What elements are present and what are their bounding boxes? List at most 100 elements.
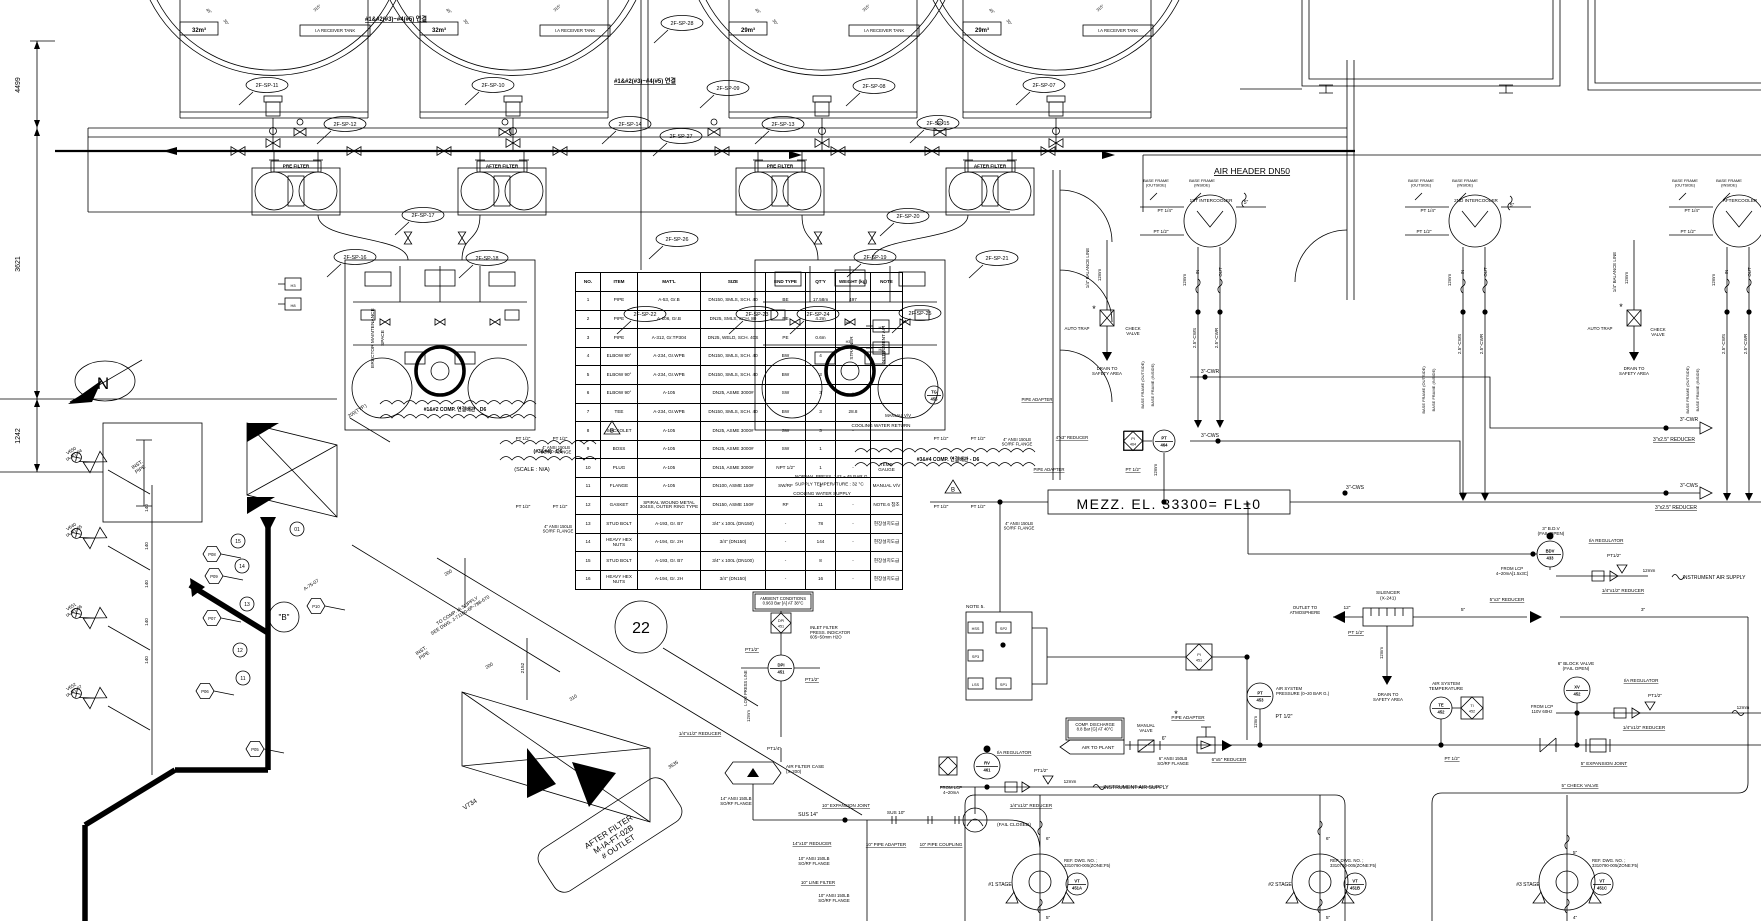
table-cell: 12 xyxy=(575,495,601,516)
label: 3"-CWS xyxy=(1201,433,1220,439)
sp-tag-label: 2F-SP-19 xyxy=(863,255,886,261)
stage-loops xyxy=(964,794,1568,921)
h8-box xyxy=(284,297,302,311)
table-cell xyxy=(870,365,903,385)
sp-tag: 2F-SP-17 xyxy=(394,207,445,236)
label: SP1 xyxy=(1000,683,1007,687)
table-cell: - xyxy=(765,532,806,553)
table-cell: 3 xyxy=(805,365,836,385)
label: AFTER FILTER xyxy=(974,164,1007,169)
label: 12mm xyxy=(1447,274,1452,287)
label: 10" LINE FILTER xyxy=(801,880,836,885)
label: 140 xyxy=(144,656,149,664)
inst-pipe-box xyxy=(102,422,203,523)
table-cell: - xyxy=(765,551,806,571)
circle-tag-label: 01 xyxy=(294,527,300,533)
silencer-ticks xyxy=(1370,608,1404,616)
label: BASE FRAME (OUTSIDE) xyxy=(1140,361,1145,409)
label: I/A REGULATOR xyxy=(1624,678,1659,683)
table-cell: 6 xyxy=(575,383,601,404)
heavy-iso-pipe xyxy=(82,517,271,921)
label: 12mm xyxy=(1737,705,1750,710)
hex-tag: P08 xyxy=(202,546,242,562)
circle-tag: 01 xyxy=(289,521,305,537)
table-cell: 16 xyxy=(575,569,601,590)
label: PT1/2" xyxy=(805,677,819,682)
sp-tag: 2F-SP-13 xyxy=(754,116,805,145)
inlet-filter-lines xyxy=(741,611,1008,921)
label: 3" xyxy=(1641,607,1646,613)
table-cell: 1 xyxy=(805,458,836,478)
label: 6" xyxy=(1046,836,1051,842)
hex-tag: P07 xyxy=(202,610,242,626)
table-cell: 7 xyxy=(575,402,601,423)
label: 12mm xyxy=(1711,274,1716,287)
label: I.A RECEIVER TANK xyxy=(1098,28,1139,33)
table-cell xyxy=(870,291,903,311)
label: 30° xyxy=(1005,18,1013,26)
table-cell: 14 xyxy=(575,532,601,553)
label: 12mm xyxy=(1097,269,1102,282)
label: 140 xyxy=(144,542,149,550)
table-cell xyxy=(870,383,903,404)
silencer-lines xyxy=(1333,616,1749,921)
label: 2.5"-CWR xyxy=(1479,333,1484,354)
table-cell: A-194, Gr. 2H xyxy=(637,569,701,590)
label: PIPE ADAPTER xyxy=(1021,397,1052,402)
circle-tag-label: "B" xyxy=(278,613,289,622)
table-cell: A-106, Gr.B xyxy=(637,309,701,330)
label: 1/4"x1/2" REDUCER xyxy=(1010,803,1053,808)
label: PIPE ADAPTER xyxy=(1033,467,1064,472)
table-cell: - xyxy=(835,532,871,553)
table-cell: 1 xyxy=(805,476,836,497)
instrument-number: 461 xyxy=(984,767,992,772)
manifold-lines xyxy=(87,0,1761,300)
label: NOTE 5. xyxy=(966,604,985,610)
label: 1242 xyxy=(15,428,22,444)
table-cell: 13 xyxy=(575,514,601,534)
table-cell: - xyxy=(835,421,871,441)
sp-tag-label: 2F-SP-14 xyxy=(618,122,641,128)
label: 1ST INTERCOOLER xyxy=(1190,198,1233,203)
label: PT 1/2" xyxy=(1153,229,1168,234)
label: #3 STAGE xyxy=(1516,882,1540,888)
expansion-joint xyxy=(1589,738,1607,753)
label: 140 xyxy=(144,504,149,512)
label: PT 1/4" xyxy=(1157,208,1172,213)
table-cell: STUD BOLT xyxy=(600,514,638,534)
label: 6" xyxy=(1162,736,1167,742)
table-cell: 9 xyxy=(575,439,601,460)
hex-tag-label: P08 xyxy=(208,552,216,557)
table-cell: BW xyxy=(765,346,806,367)
table-cell: A-193, Gr. B7 xyxy=(637,514,701,534)
label: INST.PIPE xyxy=(131,459,148,476)
table-cell: 4 xyxy=(805,346,836,367)
label: 315° xyxy=(861,3,871,12)
label: 10" PIPE COUPLING xyxy=(920,842,963,847)
table-cell: NPT 1/2" xyxy=(765,458,806,478)
label: * xyxy=(1092,304,1096,314)
label: 4" xyxy=(1573,915,1578,921)
label: IN xyxy=(1724,270,1729,274)
label: 30° xyxy=(222,18,230,26)
label: 3"-CWS xyxy=(1346,485,1365,491)
label: 5" CHECK VALVE xyxy=(1562,783,1599,788)
filter-skids xyxy=(230,145,1056,216)
table-header: NOTE xyxy=(870,272,903,292)
label: 2.5"-CWS xyxy=(1721,334,1726,354)
iso-frames xyxy=(246,422,651,823)
table-cell: 1 xyxy=(575,291,601,311)
junction-dots xyxy=(842,309,1752,824)
label: 45° xyxy=(445,7,453,15)
sp-tag-label: 2F-SP-18 xyxy=(475,256,498,262)
hex-tag: P06 xyxy=(195,683,235,699)
label: BASE FRAME(OUTSIDE) xyxy=(1672,178,1698,187)
